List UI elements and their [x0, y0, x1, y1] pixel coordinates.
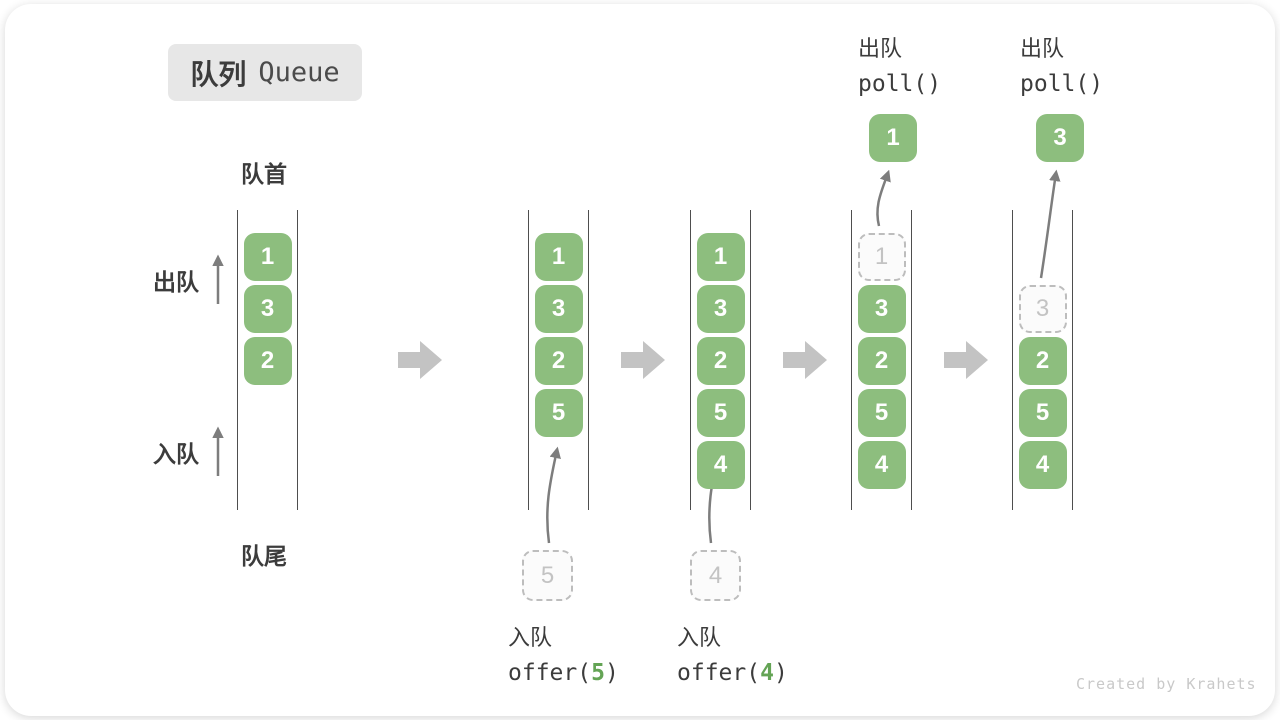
code-arg: 4 — [760, 660, 774, 686]
title-zh: 队列 — [190, 58, 247, 90]
queue-slot-green: 2 — [243, 337, 292, 385]
op-enqueue-5-label: 入队 — [508, 625, 553, 650]
op-dequeue-3: 出队 poll() — [1020, 31, 1103, 97]
code-arg: 5 — [591, 660, 605, 686]
queue-slot-green: 4 — [1018, 441, 1067, 489]
title-en: Queue — [258, 57, 340, 88]
op-enqueue-4-code: offer(4) — [677, 660, 788, 686]
queue-slot-green: 5 — [696, 389, 745, 437]
queue-slot-green: 3 — [857, 285, 906, 333]
diagram-card — [5, 4, 1275, 716]
op-enqueue-4: 入队 offer(4) — [677, 620, 788, 686]
queue-slot-dashed: 3 — [1018, 285, 1067, 333]
queue-slot-green: 5 — [534, 389, 583, 437]
op-dequeue-1-label: 出队 — [858, 36, 903, 61]
queue-slot-green: 5 — [857, 389, 906, 437]
label-dequeue: 出队 — [153, 269, 199, 295]
pending-box-4: 4 — [690, 550, 741, 601]
queue-slot-green: 4 — [857, 441, 906, 489]
op-dequeue-3-label: 出队 — [1020, 36, 1065, 61]
op-enqueue-5-code: offer(5) — [508, 660, 619, 686]
pending-box-5: 5 — [522, 550, 573, 601]
op-dequeue-1: 出队 poll() — [858, 31, 941, 97]
popped-box-3: 3 — [1036, 114, 1084, 162]
op-dequeue-3-code: poll() — [1020, 71, 1104, 97]
popped-box-1: 1 — [869, 114, 917, 162]
label-enqueue: 入队 — [153, 441, 199, 467]
queue-slot-dashed: 1 — [857, 233, 906, 281]
code-pre: offer( — [508, 660, 592, 686]
queue-slot-green: 4 — [696, 441, 745, 489]
queue-slot-green: 5 — [1018, 389, 1067, 437]
queue-slot-green: 3 — [243, 285, 292, 333]
op-dequeue-1-code: poll() — [858, 71, 942, 97]
queue-slot-green: 1 — [534, 233, 583, 281]
label-queue-front: 队首 — [241, 161, 287, 187]
label-queue-rear: 队尾 — [241, 543, 287, 569]
queue-slot-green: 2 — [696, 337, 745, 385]
watermark: Created by Krahets — [1076, 675, 1257, 693]
queue-slot-green: 1 — [696, 233, 745, 281]
queue-slot-green: 3 — [696, 285, 745, 333]
queue-slot-green: 2 — [1018, 337, 1067, 385]
title-box: 队列 Queue — [168, 44, 362, 101]
code-post: ) — [604, 660, 619, 686]
queue-slot-green: 2 — [857, 337, 906, 385]
queue-slot-green: 1 — [243, 233, 292, 281]
op-enqueue-5: 入队 offer(5) — [508, 620, 619, 686]
code-post: ) — [773, 660, 788, 686]
code-pre: offer( — [677, 660, 761, 686]
op-enqueue-4-label: 入队 — [677, 625, 722, 650]
queue-slot-green: 3 — [534, 285, 583, 333]
queue-slot-green: 2 — [534, 337, 583, 385]
